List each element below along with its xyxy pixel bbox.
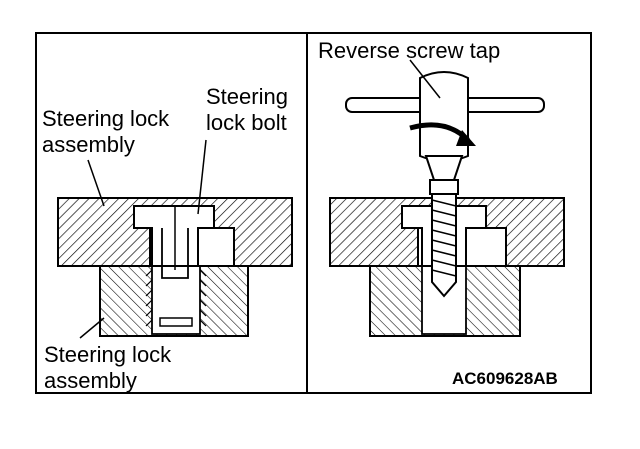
label-steering-lock-bolt: Steering lock bolt [206, 84, 288, 136]
reverse-screw-tap [345, 59, 545, 298]
figure-frame [35, 32, 592, 394]
label-steering-lock-assembly-top: Steering lock assembly [42, 106, 169, 158]
label-line: assembly [42, 132, 135, 157]
label-line: Steering [206, 84, 288, 109]
label-line: assembly [44, 368, 137, 393]
label-steering-lock-assembly-bottom: Steering lock assembly [44, 342, 171, 394]
left-panel-drawing [57, 139, 293, 339]
tap-body [419, 71, 469, 162]
right-panel-drawing [329, 59, 565, 337]
label-reverse-screw-tap: Reverse screw tap [318, 38, 501, 63]
figure-code: AC609628AB [452, 369, 558, 388]
label-line: Steering lock [44, 342, 172, 367]
steering-lock-bolt [133, 205, 215, 267]
label-line: Steering lock [42, 106, 170, 131]
tap-threaded-shank [431, 193, 457, 298]
label-line: lock bolt [206, 110, 287, 135]
